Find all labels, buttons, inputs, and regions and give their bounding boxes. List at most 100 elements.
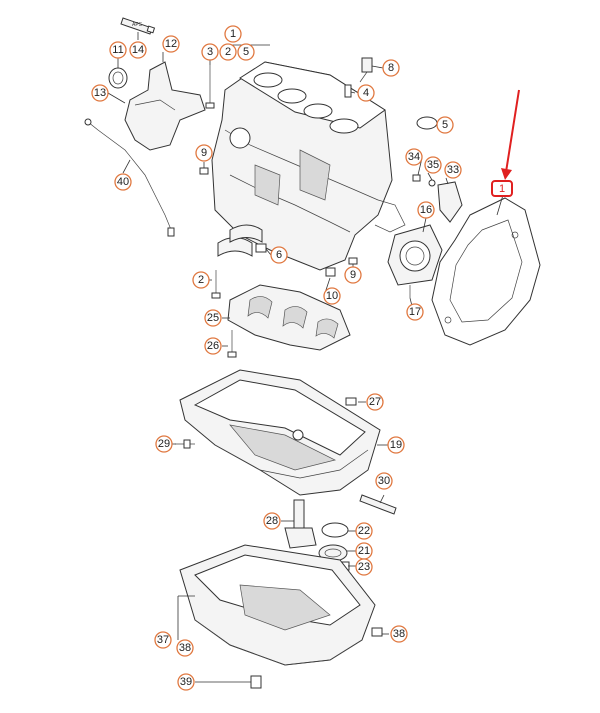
seal-flange [387, 224, 443, 298]
callout-5b[interactable]: 5 [436, 116, 454, 134]
callout-29[interactable]: 29 [155, 435, 173, 453]
callout-2[interactable]: 2 [219, 43, 237, 61]
svg-text:2: 2 [225, 46, 231, 58]
svg-text:21: 21 [358, 545, 370, 557]
oil-pickup [284, 499, 317, 549]
svg-text:9: 9 [201, 147, 207, 159]
svg-text:33: 33 [447, 164, 459, 176]
svg-text:8: 8 [388, 62, 394, 74]
bolt-29 [175, 439, 195, 449]
callout-4[interactable]: 4 [357, 84, 375, 102]
callout-6[interactable]: 6 [270, 246, 288, 264]
highlighted-callout-1[interactable]: 1 [491, 180, 513, 197]
svg-text:25: 25 [207, 312, 219, 324]
svg-text:26: 26 [207, 340, 219, 352]
bracket-33 [412, 174, 463, 223]
callout-16[interactable]: 16 [417, 201, 435, 219]
svg-text:38: 38 [393, 628, 405, 640]
callout-5[interactable]: 5 [237, 43, 255, 61]
svg-text:6: 6 [276, 249, 282, 261]
callout-12[interactable]: 12 [162, 35, 180, 53]
svg-text:19: 19 [390, 439, 402, 451]
bolt-3 [205, 65, 215, 109]
sensor-8 [359, 57, 373, 83]
engine-block [211, 61, 406, 271]
svg-text:35: 35 [427, 159, 439, 171]
callout-3[interactable]: 3 [201, 43, 219, 61]
callout-13[interactable]: 13 [91, 84, 109, 102]
sealant-tube: APS [120, 17, 156, 35]
svg-text:28: 28 [266, 515, 278, 527]
sleeve-10 [325, 267, 336, 277]
callout-27[interactable]: 27 [366, 393, 384, 411]
intermediate-plate [431, 197, 541, 346]
svg-text:9: 9 [350, 269, 356, 281]
svg-text:4: 4 [363, 87, 369, 99]
callout-25[interactable]: 25 [204, 309, 222, 327]
dipstick-tube [84, 118, 175, 237]
callout-34[interactable]: 34 [405, 148, 423, 166]
highlight-arrow [501, 89, 520, 180]
svg-text:14: 14 [132, 44, 144, 56]
svg-text:23: 23 [358, 561, 370, 573]
svg-text:27: 27 [369, 396, 381, 408]
svg-text:38: 38 [179, 642, 191, 654]
bolt-38 [371, 627, 383, 637]
svg-text:3: 3 [207, 46, 213, 58]
bearing-cap [217, 224, 267, 257]
callout-23[interactable]: 23 [355, 558, 373, 576]
callout-38[interactable]: 38 [176, 639, 194, 657]
bearing-bridge [227, 284, 351, 351]
svg-text:37: 37 [157, 634, 169, 646]
plug-9 [348, 257, 358, 265]
svg-text:16: 16 [420, 204, 432, 216]
callout-21[interactable]: 21 [355, 542, 373, 560]
callout-17[interactable]: 17 [406, 303, 424, 321]
plug-5 [416, 116, 438, 130]
seal-22 [321, 522, 349, 538]
bolt-2 [211, 270, 221, 299]
callout-10[interactable]: 10 [323, 287, 341, 305]
callout-9b[interactable]: 9 [344, 266, 362, 284]
seal-ring [108, 67, 128, 89]
bolt-9 [199, 167, 209, 175]
callout-30[interactable]: 30 [375, 472, 393, 490]
callout-14[interactable]: 14 [129, 41, 147, 59]
callout-33[interactable]: 33 [444, 161, 462, 179]
svg-text:30: 30 [378, 475, 390, 487]
callout-19[interactable]: 19 [387, 436, 405, 454]
svg-text:1: 1 [230, 28, 236, 40]
svg-text:5: 5 [243, 46, 249, 58]
lower-oil-pan [179, 544, 376, 666]
svg-text:40: 40 [117, 176, 129, 188]
bolt-27 [345, 397, 357, 406]
callout-2b[interactable]: 2 [192, 271, 210, 289]
upper-oil-pan [179, 369, 381, 496]
sealant-tube-30 [359, 494, 397, 515]
callout-28[interactable]: 28 [263, 512, 281, 530]
callout-35[interactable]: 35 [424, 156, 442, 174]
svg-text:2: 2 [198, 274, 204, 286]
callout-39[interactable]: 39 [177, 673, 195, 691]
callout-11[interactable]: 11 [109, 41, 127, 59]
callout-37[interactable]: 37 [154, 631, 172, 649]
callout-1[interactable]: 1 [224, 25, 242, 43]
callout-38b[interactable]: 38 [390, 625, 408, 643]
svg-text:17: 17 [409, 306, 421, 318]
pin-4 [344, 84, 352, 98]
svg-text:12: 12 [165, 38, 177, 50]
svg-text:39: 39 [180, 676, 192, 688]
bolt-26 [227, 330, 237, 358]
callout-26[interactable]: 26 [204, 337, 222, 355]
callout-40[interactable]: 40 [114, 173, 132, 191]
svg-text:5: 5 [442, 119, 448, 131]
svg-text:34: 34 [408, 151, 420, 163]
svg-text:11: 11 [112, 44, 123, 56]
svg-text:29: 29 [158, 438, 170, 450]
callout-8[interactable]: 8 [382, 59, 400, 77]
callout-9[interactable]: 9 [195, 144, 213, 162]
svg-text:22: 22 [358, 525, 370, 537]
callout-22[interactable]: 22 [355, 522, 373, 540]
highlighted-callout-label: 1 [499, 183, 505, 195]
mounting-bracket [124, 61, 206, 151]
